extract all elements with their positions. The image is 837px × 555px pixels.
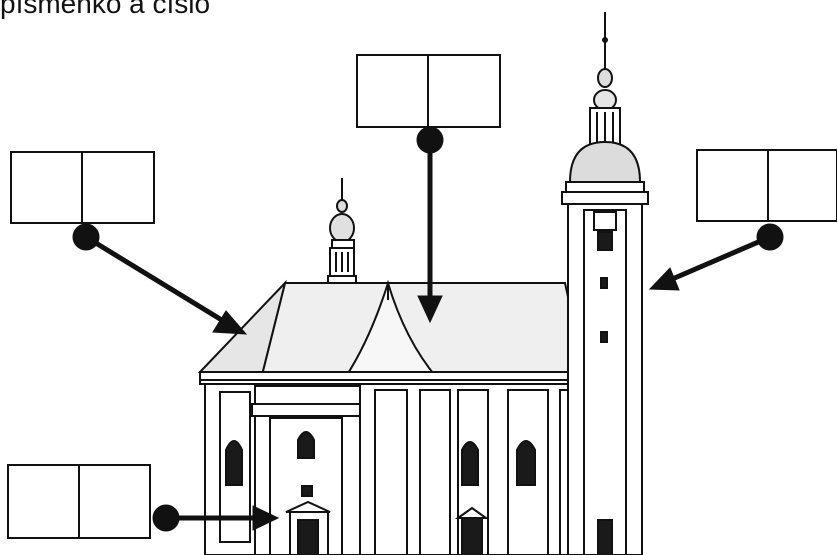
tower-window-top (598, 232, 612, 250)
main-cornice (200, 372, 630, 384)
side-door (462, 518, 482, 555)
chapel-small-window (302, 486, 312, 496)
answer-box-portal-bottom[interactable] (8, 465, 150, 538)
bell-tower (562, 12, 648, 555)
left-apse-window (226, 441, 242, 485)
answer-box-roof-left[interactable] (11, 152, 154, 223)
nave-window-1 (462, 442, 478, 485)
left-turret (328, 178, 356, 284)
chapel-window (298, 432, 314, 458)
answer-box-tower-right[interactable] (697, 150, 837, 221)
nave-window-2 (517, 441, 535, 485)
arrow-left-roof (73, 224, 246, 334)
answer-box-roof-top[interactable] (357, 55, 500, 127)
portal-door (298, 520, 318, 555)
